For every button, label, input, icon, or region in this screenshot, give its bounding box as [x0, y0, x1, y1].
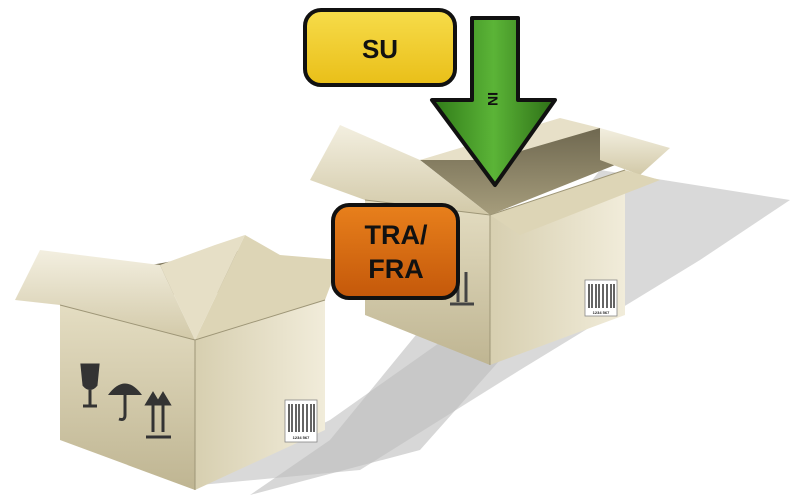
tra-fra-label-box: TRA/ FRA [331, 203, 460, 300]
barcode-text-left: 1234 567 [293, 435, 310, 440]
fragile-glass-icon [80, 363, 100, 408]
tra-fra-label-line1: TRA/ [365, 220, 428, 250]
barcode-icon: 1234 567 [584, 279, 618, 317]
su-label-box: SU [303, 8, 457, 87]
barcode-text: 1234 567 [593, 310, 610, 315]
keep-dry-umbrella-icon [108, 383, 142, 421]
barcode-icon-left: 1234 567 [284, 399, 318, 443]
tra-fra-label-line2: FRA [368, 254, 424, 284]
in-arrow-label: IN [485, 92, 501, 106]
su-label-text: SU [362, 34, 398, 64]
in-arrow: IN [430, 16, 557, 187]
this-way-up-arrows-icon-left [144, 391, 172, 439]
box-left: 1234 567 [15, 235, 340, 490]
